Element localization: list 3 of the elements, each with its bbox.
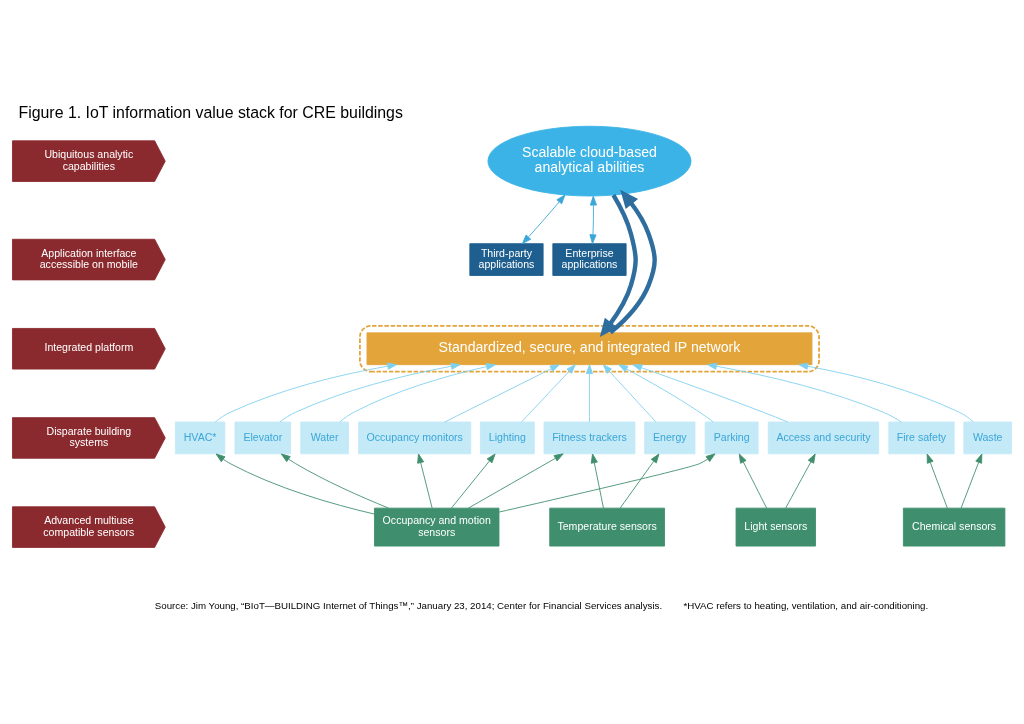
label: Source: Jim Young, “BIoT—BUILDING Internet of Things™,” January 23, 2014; Center for Financial Services analysis. xyxy=(154,600,663,612)
label: *HVAC refers to heating, ventilation, and air-conditioning. xyxy=(683,600,929,612)
diagram-title: Figure 1. IoT information value stack for CRE buildings xyxy=(18,103,403,121)
